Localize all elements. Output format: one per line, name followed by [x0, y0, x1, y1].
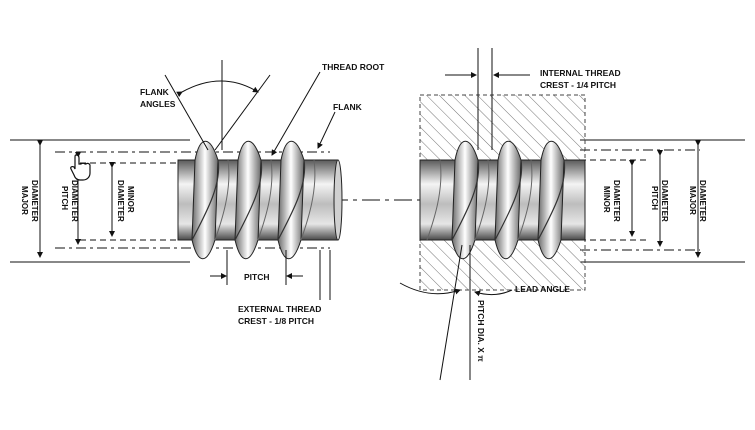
- label-internal-thread: INTERNAL THREAD: [540, 68, 621, 78]
- external-thread: [177, 140, 343, 260]
- right-pitch-diameter-label: PITCH DIAMETER: [650, 180, 669, 222]
- svg-text:DIAMETER: DIAMETER: [612, 180, 621, 222]
- svg-text:MINOR: MINOR: [126, 186, 135, 213]
- svg-text:DIAMETER: DIAMETER: [70, 180, 79, 222]
- left-minor-diameter-label: MINOR DIAMETER: [116, 180, 135, 222]
- label-lead-angle: LEAD ANGLE: [515, 284, 570, 294]
- svg-text:DIAMETER: DIAMETER: [698, 180, 707, 222]
- left-pitch-diameter-label: PITCH DIAMETER: [60, 180, 79, 222]
- svg-text:DIAMETER: DIAMETER: [116, 180, 125, 222]
- annotation-lines: [164, 48, 530, 381]
- label-flank: FLANK: [333, 102, 363, 112]
- label-flank-angles: FLANK: [140, 87, 170, 97]
- label-pitch-dia-pi: PITCH DIA. X π: [476, 300, 486, 362]
- right-minor-diameter-label: MINOR DIAMETER: [602, 180, 621, 222]
- label-external-thread-crest: CREST - 1/8 PITCH: [238, 316, 314, 326]
- label-pitch: PITCH: [244, 272, 270, 282]
- reference-lines: [10, 139, 745, 263]
- svg-text:MAJOR: MAJOR: [688, 186, 697, 215]
- svg-text:DIAMETER: DIAMETER: [660, 180, 669, 222]
- internal-thread: [419, 94, 586, 291]
- left-major-diameter-label: MAJOR DIAMETER: [20, 180, 39, 222]
- svg-text:MINOR: MINOR: [602, 186, 611, 213]
- right-major-diameter-label: MAJOR DIAMETER: [688, 180, 707, 222]
- label-flank-angles-2: ANGLES: [140, 99, 176, 109]
- hand-pointer-icon: [70, 154, 91, 181]
- label-internal-thread-crest: CREST - 1/4 PITCH: [540, 80, 616, 90]
- svg-text:DIAMETER: DIAMETER: [30, 180, 39, 222]
- svg-text:PITCH: PITCH: [650, 186, 659, 210]
- svg-text:PITCH: PITCH: [60, 186, 69, 210]
- label-thread-root: THREAD ROOT: [322, 62, 385, 72]
- label-external-thread: EXTERNAL THREAD: [238, 304, 321, 314]
- dimension-lines: [37, 140, 701, 258]
- svg-text:MAJOR: MAJOR: [20, 186, 29, 215]
